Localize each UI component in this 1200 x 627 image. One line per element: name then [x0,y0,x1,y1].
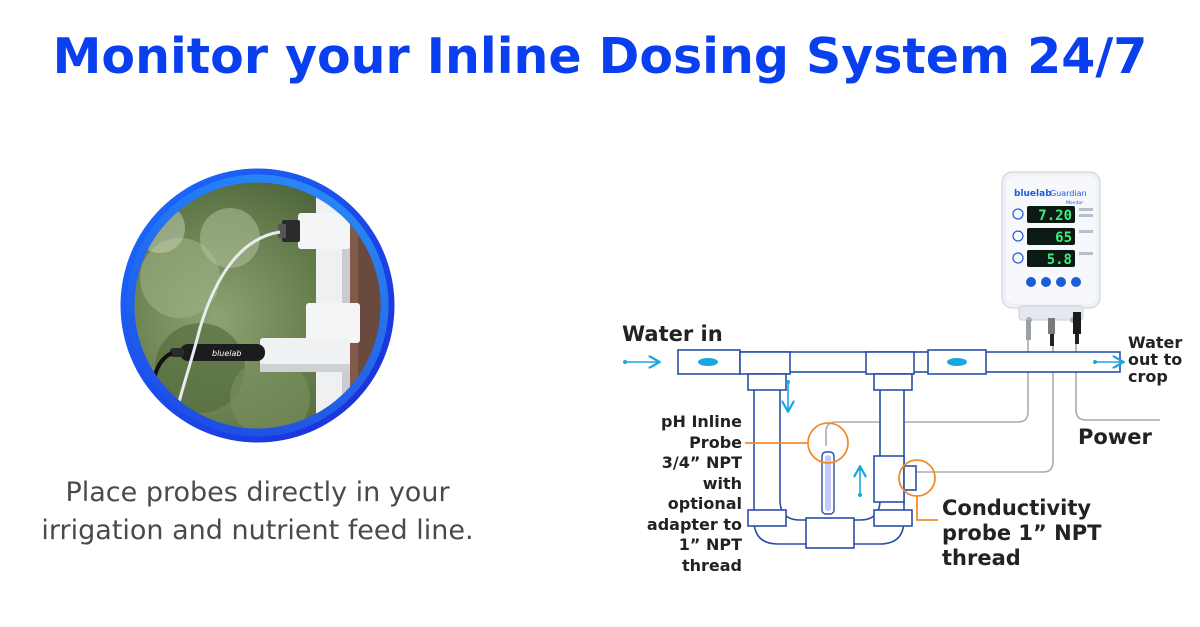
device-button-3 [1056,277,1066,287]
water-out-label: Water out to crop [1128,334,1182,385]
device-button-2 [1041,277,1051,287]
probe-brand-mark: bluelab [212,349,242,358]
water-in-label: Water in [622,322,723,346]
device-model-sub: Monitor [1066,200,1083,206]
device-button-1 [1026,277,1036,287]
probe-photo: bluelab [120,168,395,443]
caption-line-2: irrigation and nutrient feed line. [41,515,474,546]
ph-indicator-icon [1012,252,1024,264]
conductivity-probe-line-1: Conductivity [942,496,1092,520]
device-model: Guardian [1050,189,1087,198]
conductivity-probe-line-3: thread [942,546,1021,570]
ph-probe-line-5: optional [667,494,742,513]
power-label: Power [1078,425,1152,449]
water-out-line-2: out to [1128,350,1183,369]
conductivity-probe-label: Conductivity probe 1” NPT thread [942,496,1162,571]
water-out-line-1: Water [1128,333,1183,352]
ph-reading: 5.8 [1047,252,1072,268]
temperature-reading: 65 [1055,230,1072,246]
conductivity-reading: 7.20 [1038,208,1072,224]
photo-caption: Place probes directly in your irrigation… [0,474,515,550]
ph-probe-line-7: 1” NPT [678,535,742,554]
caption-line-1: Place probes directly in your [65,477,450,508]
device-button-4 [1071,277,1081,287]
ph-probe-line-6: adapter to [646,514,742,534]
guardian-monitor: bluelab Guardian Monitor 7.20 65 5.8 [1001,171,1101,346]
device-brand: bluelab [1014,189,1052,199]
temperature-indicator-icon [1012,230,1024,242]
ph-probe-line-2: Probe [689,432,742,452]
ph-probe-line-4: with [702,473,742,493]
water-out-line-3: crop [1128,367,1168,386]
ph-probe-line-8: thread [681,555,742,575]
plumbing-diagram: bluelab Guardian Monitor 7.20 65 5.8 [623,171,1160,549]
conductivity-indicator-icon [1012,208,1024,220]
ph-probe-line-1: pH Inline [661,412,742,431]
conductivity-probe-line-2: probe 1” NPT [942,521,1102,545]
page-title: Monitor your Inline Dosing System 24/7 [52,28,1148,85]
ph-probe-line-3: 3/4” NPT [661,453,742,472]
ph-probe-label: pH Inline Probe 3/4” NPT with optional a… [600,412,742,576]
